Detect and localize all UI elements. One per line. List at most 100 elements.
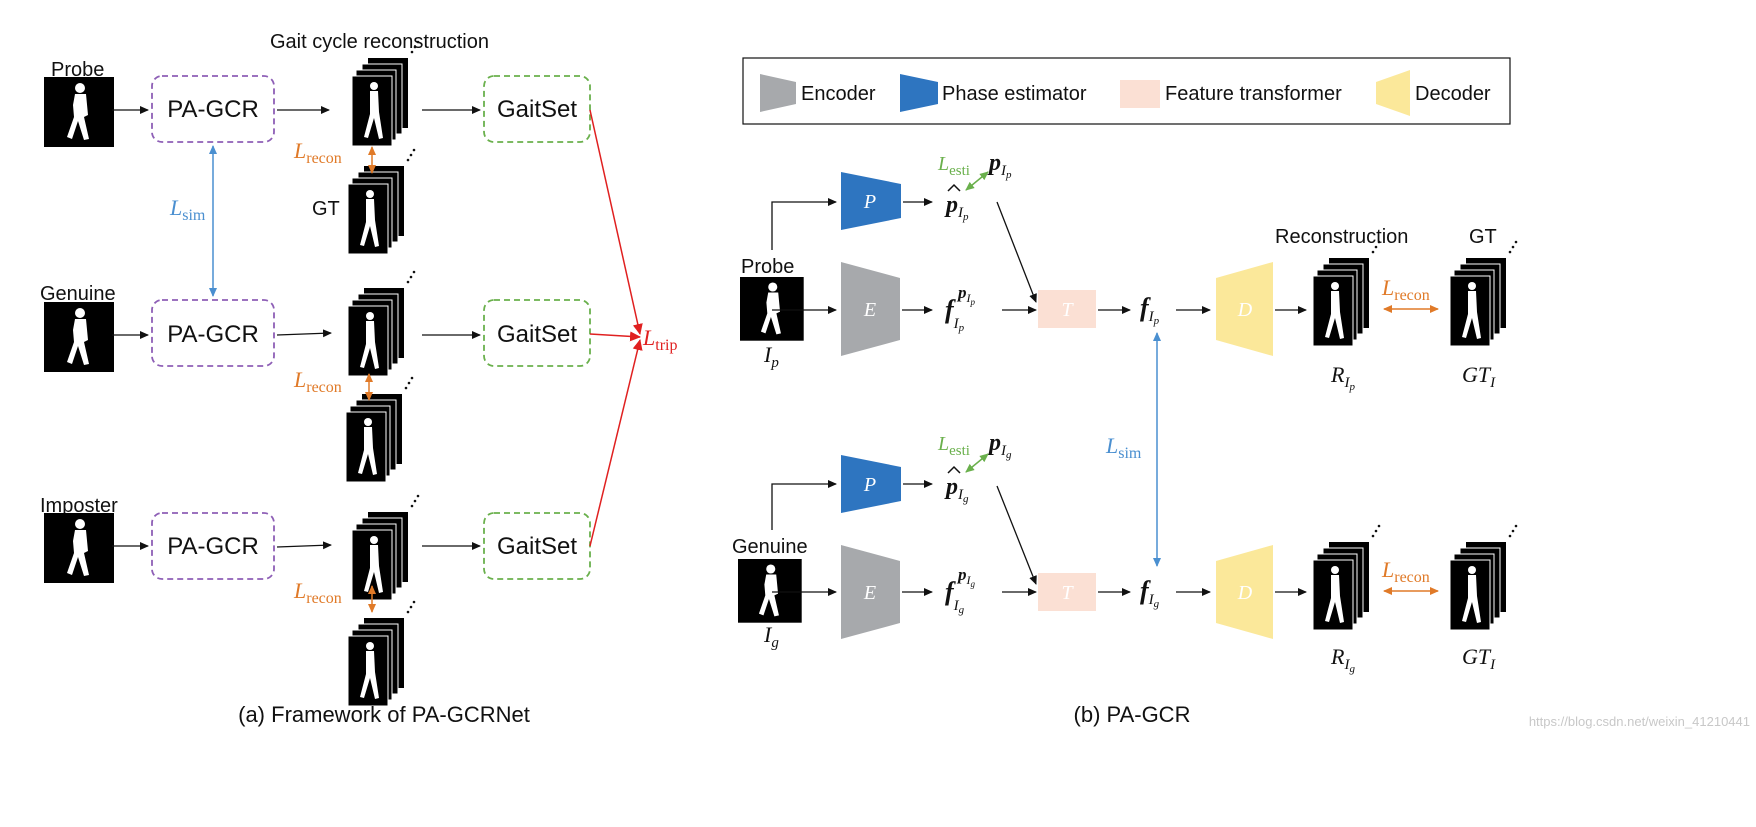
sym-phat-Ig: pIg [944,474,969,505]
gaitset-label-imposter: GaitSet [497,533,577,560]
sym-f-Ig: fIg [1140,576,1160,610]
block-E-probe [841,262,900,356]
genuine-silhouette [44,302,114,372]
pagcr-label-genuine: PA-GCR [167,321,259,348]
watermark: https://blog.csdn.net/weixin_41210441 [1529,714,1750,729]
gaitset-box-probe [483,75,591,143]
input-label-imposter: Imposter [40,495,118,517]
probe-silhouette [44,77,114,147]
b-input-label-probe: Probe [741,256,794,278]
lsim-label-a: Lsim [169,195,206,224]
arrow-genuine-to-P [771,480,837,530]
input-label-probe: Probe [51,59,104,81]
block-D-genuine [1216,545,1273,639]
legend-transformer-icon [1120,80,1160,108]
sym-Ig: Ig [763,622,779,651]
recon-stack-genuine [1312,524,1381,631]
gt-stack-genuine [1449,524,1518,631]
arrow-genuine-gcr [276,329,332,338]
block-T-label-probe: T [1061,299,1074,321]
top-label: Gait cycle reconstruction [270,31,489,53]
lrecon-label-imposter: Lrecon [293,578,342,607]
sym-R-Ip: RIp [1330,362,1355,393]
sym-phat-Ip: pIp [944,192,969,223]
recon-stack-probe [1312,240,1381,347]
lrecon-label-b-probe: Lrecon [1381,275,1430,304]
sym-R-Ig: RIg [1330,644,1355,675]
lsim-label-b: Lsim [1105,433,1142,462]
block-P-genuine [841,455,901,513]
lesti-label-genuine: Lesti [937,433,970,459]
input-label-genuine: Genuine [40,283,116,305]
pagcr-label-imposter: PA-GCR [167,533,259,560]
legend-encoder-icon [760,74,796,112]
legend-phase-icon [900,74,938,112]
lesti-arrow-probe [965,171,989,191]
pagcr-box-probe [151,75,275,143]
legend-decoder-icon [1376,70,1410,116]
lrecon-label-b-genuine: Lrecon [1381,557,1430,586]
hat-mark-genuine [947,465,961,474]
legend-decoder-label: Decoder [1415,83,1491,105]
b-genuine-silhouette [738,559,802,623]
sym-GT-I-genuine: GTI [1462,644,1496,673]
block-P-probe [841,172,901,230]
b-input-label-genuine: Genuine [732,536,808,558]
block-P-label-genuine: P [863,474,876,496]
pagcr-box-genuine [151,299,275,367]
sup-pIg: pIg [956,565,976,589]
arrow-probe-to-P [771,198,837,250]
panel-a: Gait cycle reconstruction Probe Genuine … [40,31,677,727]
legend-phase-label: Phase estimator [942,83,1087,105]
hat-mark-probe [947,183,961,192]
sym-GT-I-probe: GTI [1462,362,1496,391]
legend-encoder-label: Encoder [801,83,876,105]
sup-pIp: pIp [956,283,976,307]
pagcr-box-imposter [151,512,275,580]
sym-p-Ip: pIp [987,150,1012,181]
block-T-probe [1038,290,1096,328]
recon-seq-imposter [351,494,420,601]
block-D-probe [1216,262,1273,356]
gaitset-box-genuine [483,299,591,367]
block-D-label-probe: D [1237,299,1253,321]
ltrip-label: Ltrip [642,325,677,354]
gaitset-label-genuine: GaitSet [497,321,577,348]
trip-arrow-probe [589,109,643,335]
lesti-arrow-genuine [965,453,989,473]
block-E-label-genuine: E [863,582,876,604]
b-probe-silhouette [740,277,804,341]
sym-Ip: Ip [763,342,779,371]
gt-label: GT [312,198,340,220]
block-D-label-genuine: D [1237,582,1253,604]
lrecon-label-probe: Lrecon [293,138,342,167]
sym-f-Ip-pIp: fIp [945,295,965,334]
arrow-phat-to-T-probe [996,201,1037,303]
caption-b: (b) PA-GCR [1074,702,1191,727]
gt-seq-genuine [345,376,414,483]
recon-seq-probe [351,40,420,147]
pagcr-label-probe: PA-GCR [167,96,259,123]
caption-a: (a) Framework of PA-GCRNet [238,702,530,727]
block-E-genuine [841,545,900,639]
panel-b: Encoder Phase estimator Feature transfor… [732,57,1518,727]
arrow-imposter-gcr [276,541,332,550]
imposter-silhouette [44,513,114,583]
sym-f-Ig-pIg: fIg [945,577,965,616]
gt-stack-probe [1449,240,1518,347]
lesti-label-probe: Lesti [937,153,970,179]
block-P-label-probe: P [863,191,876,213]
sym-p-Ig: pIg [987,430,1012,461]
gaitset-label-probe: GaitSet [497,96,577,123]
block-E-label-probe: E [863,299,876,321]
gt-seq-probe [347,148,416,255]
block-T-label-genuine: T [1061,582,1074,604]
gt-seq-imposter [347,600,416,707]
b-gt-label: GT [1469,226,1497,248]
reconstruction-label: Reconstruction [1275,226,1408,248]
legend-transformer-label: Feature transformer [1165,83,1342,105]
arrow-phat-to-T-genuine [996,485,1037,585]
lrecon-label-genuine: Lrecon [293,367,342,396]
